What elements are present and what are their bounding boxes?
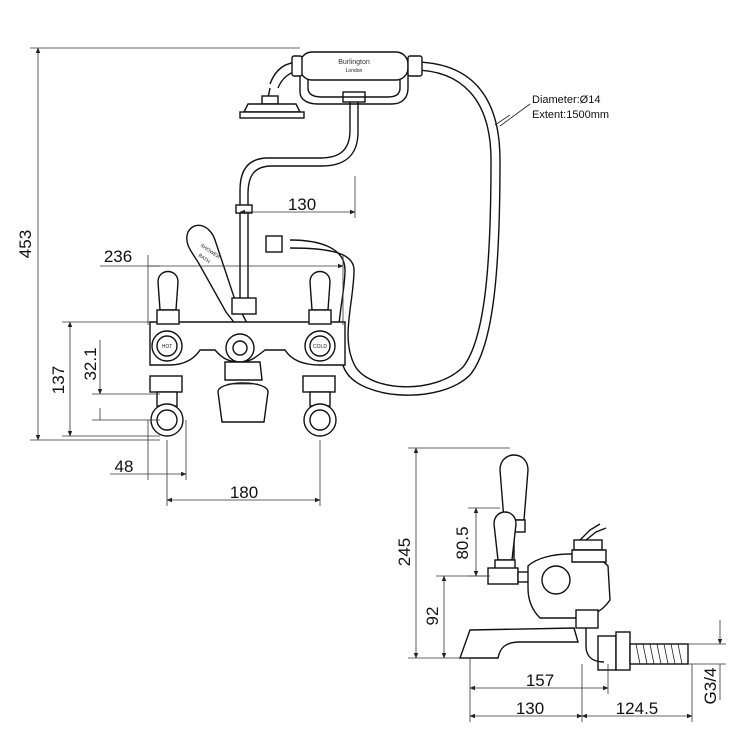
front-view: Burlington London SHOWER BATH bbox=[16, 47, 609, 506]
dim-245: 245 bbox=[395, 538, 414, 566]
dim-236: 236 bbox=[104, 247, 132, 266]
dim-80-5: 80.5 bbox=[453, 526, 472, 559]
dim-157: 157 bbox=[526, 671, 554, 690]
shower-head bbox=[239, 87, 305, 119]
brand-name: Burlington bbox=[338, 59, 370, 66]
dim-32-1: 32.1 bbox=[81, 347, 100, 380]
cold-cap-label: COLD bbox=[313, 344, 327, 350]
dim-124-5: 124.5 bbox=[616, 699, 659, 718]
side-view: 245 80.5 92 157 130 124.5 bbox=[395, 447, 726, 722]
brand-location: London bbox=[346, 68, 363, 74]
hot-tap: HOT bbox=[149, 270, 184, 437]
dim-g3-4: G3/4 bbox=[701, 668, 720, 705]
dim-137: 137 bbox=[49, 366, 68, 394]
dim-130-shower: 130 bbox=[288, 195, 316, 214]
handset-handle: Burlington London bbox=[291, 51, 423, 81]
dim-180: 180 bbox=[230, 483, 258, 502]
dim-453: 453 bbox=[16, 230, 35, 258]
hot-cap-label: HOT bbox=[162, 344, 173, 350]
shower-hose bbox=[289, 61, 511, 396]
cold-tap: COLD bbox=[302, 270, 337, 437]
mixer-body bbox=[149, 321, 346, 423]
thread-lines bbox=[635, 643, 683, 665]
side-dimensions: 245 80.5 92 157 130 124.5 bbox=[395, 447, 726, 722]
hose-spec-note: Diameter:Ø14 Extent:1500mm bbox=[499, 94, 609, 127]
hose-diameter: Diameter:Ø14 bbox=[532, 94, 600, 106]
diverter-lever: SHOWER BATH bbox=[186, 224, 283, 331]
dim-92: 92 bbox=[423, 607, 442, 626]
dim-130-spout: 130 bbox=[516, 699, 544, 718]
hose-extent: Extent:1500mm bbox=[532, 109, 609, 121]
shower-riser bbox=[235, 61, 409, 300]
front-dimensions: 453 130 236 137 32.1 bbox=[16, 47, 356, 506]
dim-48: 48 bbox=[115, 457, 134, 476]
